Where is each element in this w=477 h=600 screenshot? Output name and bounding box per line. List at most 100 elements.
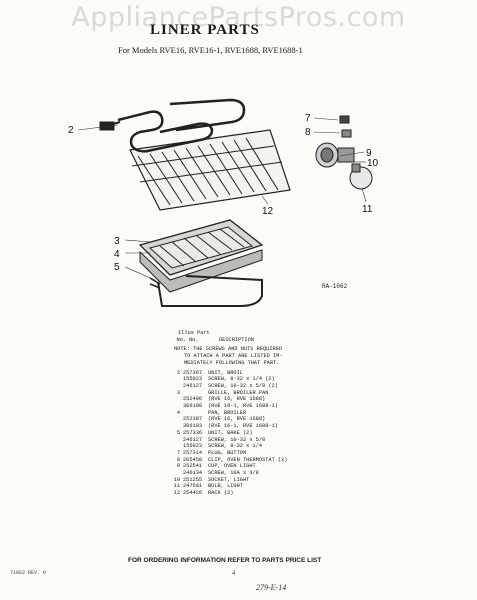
row-part-no: 257336 [183, 429, 203, 436]
row-illus-no: 9 [176, 463, 180, 470]
row-description: SCREW, 8-32 x 1/4 (2) [208, 376, 275, 383]
table-row: 246127 SCREW, 10-32 x 5/8 (2) [170, 383, 340, 390]
callout-5: 5 [114, 262, 120, 273]
row-part-no: 155023 [183, 376, 203, 383]
row-illus-no: 11 [173, 483, 180, 490]
table-row: 155023 SCREW, 8-32 x 1/4 (2) [170, 376, 340, 383]
exploded-parts-diagram: 2 3 4 5 7 8 9 10 11 12 [68, 98, 379, 307]
table-header-row: No. No. DESCRIPTION [170, 337, 340, 344]
row-illus-no: 12 [173, 490, 180, 497]
row-description: UNIT, BROIL [208, 369, 243, 376]
table-row: 4 PAN, BROILER [170, 410, 340, 417]
row-description: (RVE 16, RVE 1688) [208, 416, 266, 423]
row-part-no [183, 390, 208, 397]
row-part-no: 247591 [183, 483, 203, 490]
row-part-no: 246127 [183, 382, 203, 389]
parts-table: Illus Part No. No. DESCRIPTION NOTE: THE… [170, 330, 340, 497]
row-part-no: 252496 [183, 396, 203, 403]
table-row: 306193 (RVE 16-1, RVE 1688-1) [170, 423, 340, 430]
row-part-no: 306193 [183, 423, 203, 430]
row-part-no: 306190 [183, 403, 203, 410]
table-row: 155023 SCREW, 8-32 x 1/4 [170, 443, 340, 450]
row-part-no [183, 410, 208, 417]
row-part-no: 246127 [183, 436, 203, 443]
row-description: SCREW, 10-32 x 5/8 [208, 436, 266, 443]
page-title: LINER PARTS [150, 22, 260, 38]
callout-lines [77, 117, 367, 281]
row-part-no: 254426 [183, 490, 203, 497]
row-description: SOCKET, LIGHT [208, 476, 250, 483]
row-illus-no: 2 [176, 369, 180, 376]
watermark: AppliancePartsPros.com [71, 2, 406, 33]
row-description: CUP, OVEN LIGHT [208, 463, 256, 470]
table-row: 252387 (RVE 16, RVE 1688) [170, 416, 340, 423]
row-description: BULB, LIGHT [208, 483, 243, 490]
row-description: (RVE 16-1, RVE 1688-1) [208, 423, 278, 430]
row-illus-no [170, 403, 183, 410]
header-part-no: No. [189, 336, 199, 343]
row-part-no: 257314 [183, 449, 203, 456]
broil-unit-and-rack [99, 98, 291, 211]
note-line: TO ATTACH A PART ARE LISTED IM- [184, 353, 283, 360]
row-illus-no: 7 [176, 449, 180, 456]
row-part-no: 265450 [183, 456, 203, 463]
row-part-no: 252387 [183, 416, 203, 423]
row-illus-no [170, 437, 183, 444]
broiler-pan-and-grille [138, 219, 264, 293]
models-subtitle: For Models RVE16, RVE16-1, RVE1688, RVE1… [118, 45, 303, 55]
table-row: 246134 SCREW, 10A x 3/8 [170, 470, 340, 477]
row-part-no: 257367 [183, 369, 203, 376]
callout-11: 11 [362, 204, 373, 215]
row-part-no: 246134 [183, 470, 203, 477]
row-description: SCREW, 10A x 3/8 [208, 470, 259, 477]
handwritten-note: 279-E-14 [256, 583, 287, 592]
table-row: 3 GRILLE, BROILER PAN [170, 390, 340, 397]
table-header-top: Illus Part [178, 330, 210, 336]
row-illus-no: 3 [176, 389, 180, 396]
callout-8: 8 [305, 127, 311, 138]
table-note: NOTE: THE SCREWS AND NUTS REQUIRED TO AT… [174, 346, 340, 366]
row-description: (RVE 16-1, RVE 1688-1) [208, 403, 278, 410]
row-description: GRILLE, BROILER PAN [208, 389, 269, 396]
header-illus-no: No. [176, 336, 186, 343]
callout-2: 2 [68, 125, 74, 136]
callout-7: 7 [305, 113, 311, 124]
table-row: 252496 (RVE 16, RVE 1688) [170, 396, 340, 403]
footer-doc-code: 71062 REV. 0 [10, 570, 47, 576]
row-illus-no [170, 443, 183, 450]
diagram-code: RA-1062 [322, 283, 348, 290]
row-illus-no: 4 [176, 409, 180, 416]
callout-12: 12 [262, 206, 274, 217]
light-assembly [315, 115, 373, 190]
row-illus-no [170, 423, 183, 430]
callout-3: 3 [114, 236, 120, 247]
row-description: SCREW, 10-32 x 5/8 (2) [208, 382, 278, 389]
header-description: DESCRIPTION [219, 336, 254, 343]
row-description: (RVE 16, RVE 1688) [208, 396, 266, 403]
page-number: 4 [232, 571, 236, 577]
row-description: PLUG, BUTTON [208, 449, 247, 456]
table-row: 246127 SCREW, 10-32 x 5/8 [170, 437, 340, 444]
row-part-no: 155023 [183, 443, 203, 450]
row-description: CLIP, OVEN THERMOSTAT (2) [208, 456, 288, 463]
row-description: PAN, BROILER [208, 409, 247, 416]
note-line: NOTE: THE SCREWS AND NUTS REQUIRED [174, 346, 283, 353]
row-description: RACK (2) [208, 490, 234, 497]
row-illus-no [170, 383, 183, 390]
row-illus-no [170, 396, 183, 403]
row-description: SCREW, 8-32 x 1/4 [208, 443, 263, 450]
row-illus-no [170, 376, 183, 383]
callout-10: 10 [367, 158, 379, 169]
row-part-no: 252541 [183, 463, 203, 470]
callout-4: 4 [114, 249, 120, 260]
bake-unit [149, 275, 263, 307]
callout-9: 9 [366, 148, 372, 159]
row-description: UNIT, BAKE (2) [208, 429, 253, 436]
row-illus-no [170, 470, 183, 477]
